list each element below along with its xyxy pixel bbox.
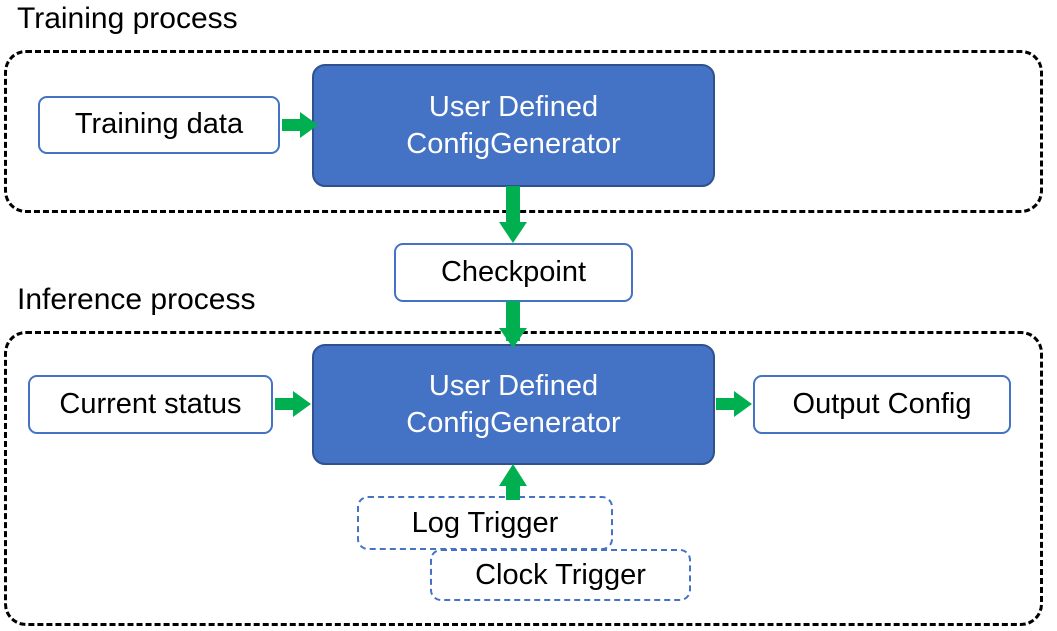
node-generator-inference-label-line1: User Defined (428, 370, 599, 403)
node-generator-inference-label-line2: ConfigGenerator (406, 406, 621, 439)
node-checkpoint[interactable]: Checkpoint (394, 243, 633, 302)
training-process-container (4, 50, 1043, 213)
node-training-data-label: Training data (74, 108, 244, 141)
node-user-defined-configgenerator-inference[interactable]: User Defined ConfigGenerator (312, 344, 715, 465)
node-current-status-label: Current status (59, 387, 242, 420)
node-output-config[interactable]: Output Config (753, 375, 1011, 434)
node-clock-trigger[interactable]: Clock Trigger (430, 549, 691, 601)
training-process-title: Training process (17, 2, 238, 35)
node-generator-training-label-line2: ConfigGenerator (406, 127, 621, 160)
inference-process-title: Inference process (17, 283, 256, 316)
node-log-trigger[interactable]: Log Trigger (357, 496, 613, 550)
node-current-status[interactable]: Current status (28, 375, 273, 434)
node-training-data[interactable]: Training data (38, 96, 280, 154)
node-generator-training-label-line1: User Defined (428, 91, 599, 124)
node-user-defined-configgenerator-training[interactable]: User Defined ConfigGenerator (312, 64, 715, 187)
node-log-trigger-label: Log Trigger (411, 506, 559, 539)
node-output-config-label: Output Config (792, 387, 972, 420)
node-checkpoint-label: Checkpoint (440, 255, 587, 288)
node-clock-trigger-label: Clock Trigger (475, 558, 646, 591)
